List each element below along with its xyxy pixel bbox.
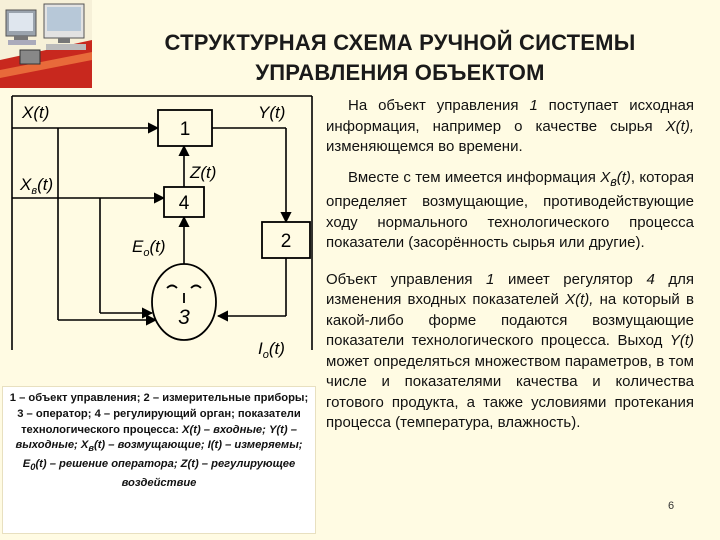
title-line-2: УПРАВЛЕНИЯ ОБЪЕКТОМ [255, 60, 545, 85]
description-text: На объект управления 1 поступает исходна… [326, 96, 694, 442]
operator-label: 3 [178, 306, 190, 329]
paragraph-2: Вместе с тем имеется информация Хв(t), к… [326, 168, 694, 252]
label-xv: Xв(t) [19, 175, 53, 197]
block-4-label: 4 [179, 193, 190, 214]
diagram-caption: 1 – объект управления; 2 – измерительные… [2, 386, 316, 534]
paragraph-1: На объект управления 1 поступает исходна… [326, 97, 694, 155]
block-2-label: 2 [281, 231, 292, 252]
block-4-regulator [163, 186, 205, 218]
paragraph-3: Объект управления 1 имеет регулятор 4 дл… [326, 270, 694, 432]
control-system-diagram: X(t) Y(t) Z(t) Xв(t) Eо(t) Iо(t) 1 4 2 3 [11, 95, 313, 361]
title-line-1: СТРУКТУРНАЯ СХЕМА РУЧНОЙ СИСТЕМЫ [164, 30, 636, 55]
block-2-meters [261, 221, 311, 259]
label-i: Iо(t) [258, 339, 285, 361]
caption-part-2: X(t) – входные; Y(t) – выходные; Xв(t) –… [15, 423, 303, 490]
caption-part-1: 1 – объект управления; 2 – измерительные… [9, 392, 309, 436]
label-z: Z(t) [189, 163, 216, 182]
label-y: Y(t) [258, 103, 285, 122]
page-number: 6 [668, 500, 675, 512]
block-1-label: 1 [180, 119, 191, 140]
page-title: СТРУКТУРНАЯ СХЕМА РУЧНОЙ СИСТЕМЫ УПРАВЛЕ… [100, 28, 700, 88]
label-x: X(t) [21, 103, 49, 122]
label-e: Eо(t) [132, 237, 166, 259]
right-eye [190, 284, 202, 289]
left-eye [166, 284, 178, 289]
block-1-object [157, 109, 213, 147]
logo-computer-icon [0, 0, 92, 88]
